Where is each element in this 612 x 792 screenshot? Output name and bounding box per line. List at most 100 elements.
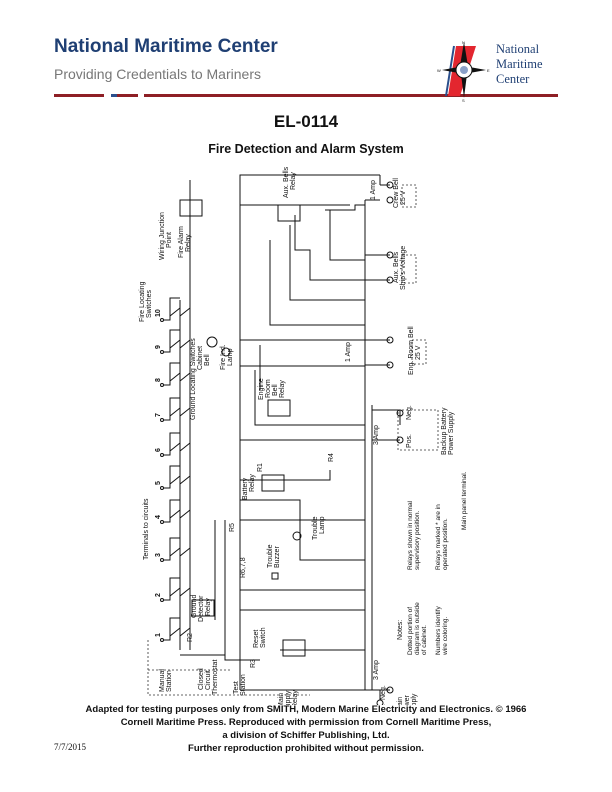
document-date: 7/7/2015 bbox=[54, 742, 87, 752]
wiring bbox=[147, 174, 439, 700]
label-labels-thermostat-2: Circuit bbox=[205, 670, 212, 690]
label-labels-amp3-bottom: 3 Amp bbox=[373, 660, 380, 680]
fire-alarm-relay-coil bbox=[179, 199, 203, 217]
label-labels-r1: R1 bbox=[257, 463, 264, 472]
label-n3-1: supervisory position. bbox=[414, 511, 421, 570]
credit-line: Cornell Maritime Press. Reproduced with … bbox=[120, 717, 492, 728]
locating-switch-4 bbox=[160, 499, 191, 524]
label-labels-reset-switch-1: Reset bbox=[253, 630, 260, 648]
trouble-lamp-icon bbox=[292, 531, 302, 541]
main-supply-relay-coil bbox=[282, 639, 306, 657]
locating-switch-8 bbox=[160, 362, 191, 387]
copyright-credit: Adapted for testing purposes only from S… bbox=[0, 703, 612, 755]
label-terminal-numbers-7: 8 bbox=[155, 378, 162, 382]
engine-room-bell-relay-coil bbox=[267, 399, 291, 417]
label-labels-amp1-top: 1 Amp bbox=[370, 180, 377, 200]
aux-bells-relay-coil bbox=[277, 204, 301, 222]
label-labels-r2: R2 bbox=[187, 633, 194, 642]
label-n1-2: of cabinet. bbox=[421, 625, 428, 655]
label-notes-n5: Main panel terminal. bbox=[461, 471, 468, 530]
label-labels-fire-ind-lamp-1: Fire Ind. bbox=[220, 344, 227, 370]
label-n2-0: Numbers identify bbox=[435, 605, 442, 655]
trouble-buzzer-icon bbox=[271, 572, 279, 580]
label-n1-1: diagram is outside bbox=[414, 602, 421, 655]
label-labels-test-station-2: Station bbox=[240, 674, 247, 696]
label-labels-battery-relay-1: Battery bbox=[242, 477, 249, 500]
label-terminal-numbers-9: 10 bbox=[155, 309, 162, 317]
compass-logo: N E S W bbox=[437, 40, 490, 102]
label-terminal-numbers-0: 1 bbox=[155, 633, 162, 637]
label-labels-r4: R4 bbox=[328, 453, 335, 462]
label-labels-backup-neg: Neg. bbox=[406, 405, 413, 420]
org-subtitle: Providing Credentials to Mariners bbox=[54, 66, 261, 82]
label-labels-eng-room-bell: Eng. Room Bell bbox=[408, 326, 415, 375]
label-labels-r678: R6,7,8 bbox=[240, 557, 247, 578]
label-labels-eng-bell-relay-4: Relay bbox=[279, 380, 286, 398]
label-labels-trouble-buzzer-2: Buzzer bbox=[274, 546, 281, 568]
label-labels-cabinet-bell-2: Bell bbox=[204, 354, 211, 366]
locating-switch-9 bbox=[160, 329, 191, 354]
label-labels-wiring-junction-1: Wiring Junction bbox=[159, 212, 166, 260]
locating-switch-2 bbox=[160, 577, 191, 602]
locating-switch-7 bbox=[160, 397, 191, 422]
label-labels-main-supply-3: Supply bbox=[411, 693, 418, 705]
label-labels-fire-locating-1: Fire Locating bbox=[139, 281, 146, 322]
cabinet-bell-icon bbox=[206, 336, 218, 348]
label-labels-eng-bell-relay-1: Engine bbox=[258, 378, 265, 400]
label-terminal-numbers-1: 2 bbox=[155, 593, 162, 597]
label-labels-crew-bell: Crew Bell bbox=[393, 178, 400, 208]
compass-s: S bbox=[462, 98, 465, 102]
label-labels-fire-locating-2: Switches bbox=[146, 289, 153, 318]
label-terminal-numbers-3: 4 bbox=[155, 515, 162, 519]
label-labels-eng-bell-relay-3: Bell bbox=[272, 384, 279, 396]
label-labels-r3: R3 bbox=[250, 659, 257, 668]
compass-e: E bbox=[487, 68, 490, 73]
label-labels-manual-station-1: Manual bbox=[159, 669, 166, 692]
org-title: National Maritime Center bbox=[54, 36, 278, 57]
locating-switch-6 bbox=[160, 432, 191, 457]
label-labels-aux-bells: Aux. Bells bbox=[393, 251, 400, 283]
logo-line: National bbox=[496, 42, 540, 56]
credit-line: Further reproduction prohibited without … bbox=[188, 743, 424, 754]
locating-switches: 1 2 3 4 5 6 7 8 9 10 bbox=[155, 297, 191, 642]
label-labels-wiring-junction-2: Point bbox=[166, 232, 173, 248]
locating-switch-3 bbox=[160, 537, 191, 562]
label-labels-backup-supply-2: Power Supply bbox=[448, 411, 455, 455]
label-n4-0: Relays marked * are in bbox=[435, 504, 442, 570]
label-terminal-numbers-4: 5 bbox=[155, 481, 162, 485]
label-labels-backup-pos: Pos. bbox=[406, 434, 413, 448]
locating-switch-1 bbox=[160, 617, 191, 642]
label-labels-fire-ind-lamp-2: Lamp bbox=[227, 348, 234, 366]
label-labels-terminals: Terminals to circuits bbox=[143, 498, 150, 560]
logo-line: Maritime bbox=[496, 57, 543, 71]
label-labels-ground-detector-3: Relay bbox=[205, 598, 212, 616]
label-labels-aux-bells-relay-1: Aux. Bells bbox=[283, 166, 290, 198]
label-labels-ground-detector-2: Detector bbox=[198, 595, 205, 622]
label-labels-manual-station-2: Station bbox=[166, 670, 173, 692]
label-labels-eng-bell-relay-2: Room bbox=[265, 379, 272, 398]
label-labels-thermostat-3: Thermostat bbox=[212, 660, 219, 695]
document-id: EL-0114 bbox=[273, 112, 339, 131]
label-terminal-numbers-2: 3 bbox=[155, 553, 162, 557]
label-terminal-numbers-8: 9 bbox=[155, 345, 162, 349]
label-labels-crew-bell-v: 25 V bbox=[400, 190, 407, 205]
label-labels-main-supply-relay-3: Relay bbox=[292, 690, 299, 705]
label-labels-cabinet-bell-1: Cabinet bbox=[197, 346, 204, 370]
label-labels-ground-locating: Ground Locating Switches bbox=[190, 338, 197, 420]
label-labels-test-station-1: Test bbox=[233, 681, 240, 694]
compass-w: W bbox=[437, 68, 441, 73]
label-labels-aux-bells-relay-2: Relay bbox=[290, 172, 297, 190]
logo-line: Center bbox=[496, 72, 530, 86]
label-n4-1: operated position. bbox=[442, 518, 449, 570]
label-labels-battery-relay-2: Relay bbox=[249, 474, 256, 492]
locating-switch-10 bbox=[160, 297, 191, 322]
label-labels-main-supply-2: Power bbox=[404, 694, 411, 705]
label-labels-trouble-buzzer-1: Trouble bbox=[267, 544, 274, 568]
label-labels-fire-alarm-relay-1: Fire Alarm bbox=[178, 226, 185, 258]
label-labels-r5: R5 bbox=[229, 523, 236, 532]
label-n3-0: Relays shown in normal bbox=[407, 500, 414, 570]
compass-n: N bbox=[462, 40, 465, 45]
label-labels-ships-voltage: Ship's Voltage bbox=[400, 246, 407, 290]
terminal-circles bbox=[376, 181, 404, 705]
